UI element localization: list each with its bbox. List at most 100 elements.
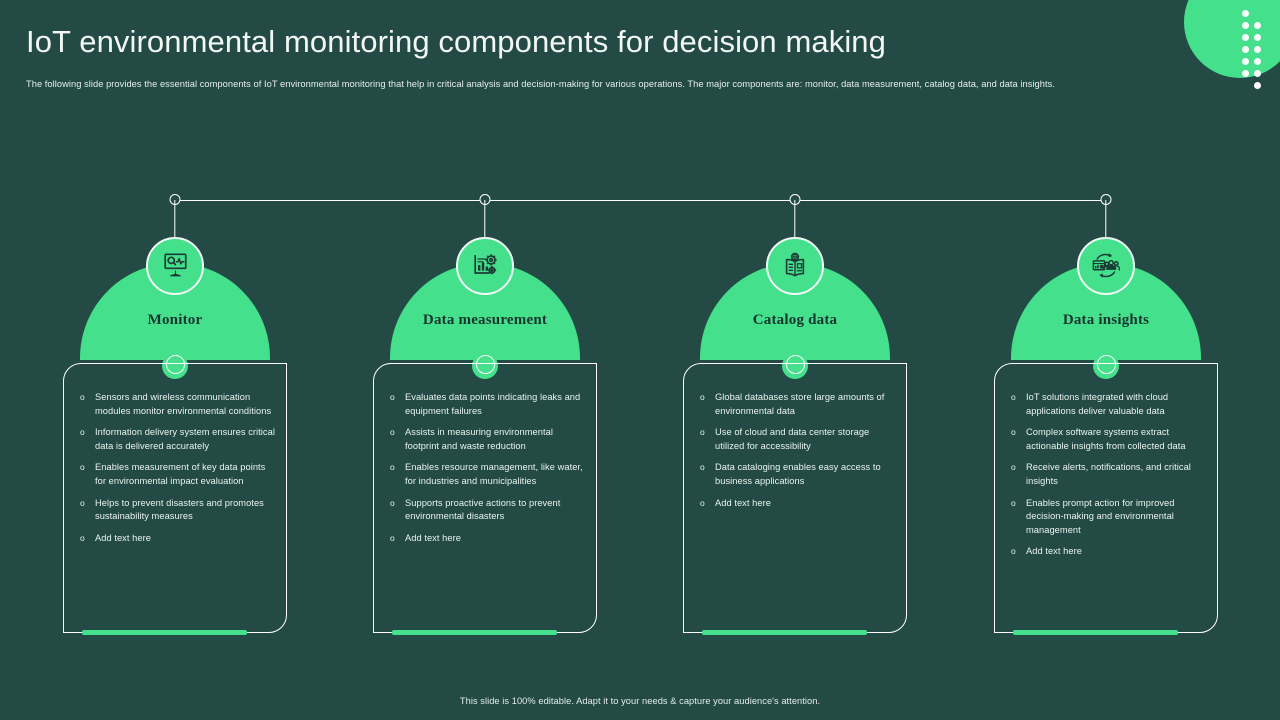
card-accent-bar <box>702 630 867 635</box>
bullet-marker-icon: o <box>1011 392 1016 402</box>
list-item: o Receive alerts, notifications, and crit… <box>1009 461 1209 488</box>
card-accent-bar <box>392 630 557 635</box>
list-item: o Sensors and wireless communication modu… <box>78 391 278 418</box>
bullet-text: Sensors and wireless communication modul… <box>95 392 272 416</box>
list-item: o Add text here <box>78 532 278 546</box>
bullet-text: Global databases store large amounts of … <box>715 392 885 416</box>
bullet-marker-icon: o <box>1011 427 1016 438</box>
page-subtitle: The following slide provides the essenti… <box>26 79 1055 89</box>
page-title: IoT environmental monitoring components … <box>26 24 886 59</box>
decorative-dot <box>1254 22 1261 29</box>
bullet-text: Add text here <box>95 532 151 543</box>
list-item: o Enables resource management, like water… <box>388 461 588 488</box>
decorative-dot <box>1242 46 1249 53</box>
card-accent-bar <box>1013 630 1178 635</box>
component-title-4: Data insights <box>1062 312 1150 328</box>
component-column-2[interactable]: Data measurement o Evaluates data points i… <box>330 0 640 720</box>
dashboard-people-cycle-icon <box>1077 237 1135 295</box>
bullet-text: Enables prompt action for improved decis… <box>1026 497 1175 535</box>
list-item: o Add text here <box>388 532 588 546</box>
bullet-list: o Sensors and wireless communication modu… <box>78 391 278 553</box>
open-book-globe-icon <box>766 237 824 295</box>
bullet-text: Assists in measuring environmental footp… <box>405 427 553 451</box>
bullet-text: Supports proactive actions to prevent en… <box>405 497 561 522</box>
bullet-text: Helps to prevent disasters and promotes … <box>95 497 264 522</box>
bullet-marker-icon: o <box>700 392 705 402</box>
list-item: o Data cataloging enables easy access to … <box>698 461 898 488</box>
bullet-text: Enables measurement of key data points f… <box>95 462 266 486</box>
bullet-marker-icon: o <box>80 462 85 473</box>
bullet-marker-icon: o <box>700 497 705 508</box>
joint-ring <box>165 355 185 374</box>
bullet-list: o Evaluates data points indicating leaks … <box>388 391 588 553</box>
bullet-marker-icon: o <box>700 427 705 438</box>
joint-ring <box>785 355 805 374</box>
component-title-3: Catalog data <box>752 312 838 328</box>
list-item: o Information delivery system ensures cri… <box>78 426 278 453</box>
bullet-marker-icon: o <box>80 392 85 402</box>
list-item: o Use of cloud and data center storage ut… <box>698 426 898 453</box>
decorative-dot <box>1254 70 1261 77</box>
card-accent-bar <box>82 630 247 635</box>
bullet-marker-icon: o <box>700 462 705 473</box>
bullet-marker-icon: o <box>1011 497 1016 508</box>
bullet-text: Information delivery system ensures crit… <box>95 427 275 451</box>
decorative-dot <box>1254 82 1261 89</box>
list-item: o Complex software systems extract action… <box>1009 426 1209 453</box>
bullet-text: Enables resource management, like water,… <box>405 462 583 486</box>
bullet-list: o IoT solutions integrated with cloud app… <box>1009 391 1209 567</box>
joint-ring <box>475 355 495 374</box>
list-item: o Enables prompt action for improved deci… <box>1009 497 1209 538</box>
list-item: o Global databases store large amounts of… <box>698 391 898 418</box>
component-column-3[interactable]: Catalog data o Global databases store larg… <box>640 0 950 720</box>
footer-note: This slide is 100% editable. Adapt it to… <box>459 696 821 706</box>
bullet-marker-icon: o <box>80 497 85 508</box>
detail-card-4[interactable]: o IoT solutions integrated with cloud app… <box>994 363 1218 635</box>
bullet-text: Data cataloging enables easy access to b… <box>715 462 881 486</box>
decorative-dot <box>1242 58 1249 65</box>
bullet-marker-icon: o <box>390 497 395 508</box>
bullet-text: Receive alerts, notifications, and criti… <box>1026 462 1191 486</box>
bullet-marker-icon: o <box>390 427 395 438</box>
bullet-list: o Global databases store large amounts of… <box>698 391 898 518</box>
decorative-dot <box>1242 70 1249 77</box>
component-title-2: Data measurement <box>422 312 548 328</box>
list-item: o Assists in measuring environmental foot… <box>388 426 588 453</box>
bullet-text: Evaluates data points indicating leaks a… <box>405 392 581 416</box>
decorative-dot <box>1254 58 1261 65</box>
bullet-text: Add text here <box>715 497 771 508</box>
detail-card-2[interactable]: o Evaluates data points indicating leaks … <box>373 363 597 635</box>
list-item: o Evaluates data points indicating leaks … <box>388 391 588 418</box>
bullet-text: IoT solutions integrated with cloud appl… <box>1026 392 1169 416</box>
list-item: o Enables measurement of key data points … <box>78 461 278 488</box>
bullet-marker-icon: o <box>390 392 395 402</box>
list-item: o Supports proactive actions to prevent e… <box>388 497 588 524</box>
bullet-text: Use of cloud and data center storage uti… <box>715 427 870 451</box>
component-title-1: Monitor <box>147 312 203 328</box>
decorative-dot <box>1242 34 1249 41</box>
bullet-marker-icon: o <box>1011 462 1016 473</box>
detail-card-1[interactable]: o Sensors and wireless communication modu… <box>63 363 287 635</box>
bullet-text: Add text here <box>1026 546 1082 557</box>
component-column-4[interactable]: Data insights o IoT solutions integrated w… <box>951 0 1261 720</box>
bullet-marker-icon: o <box>390 532 395 543</box>
bullet-text: Add text here <box>405 532 461 543</box>
bullet-marker-icon: o <box>80 532 85 543</box>
bar-chart-gears-icon <box>456 237 514 295</box>
bullet-marker-icon: o <box>80 427 85 438</box>
connector-stem-3 <box>794 200 796 238</box>
connector-stem-1 <box>174 200 176 238</box>
bullet-marker-icon: o <box>390 462 395 473</box>
list-item: o Helps to prevent disasters and promotes… <box>78 497 278 524</box>
connector-line <box>175 199 1106 201</box>
decorative-dot <box>1254 46 1261 53</box>
list-item: o IoT solutions integrated with cloud app… <box>1009 391 1209 418</box>
bullet-text: Complex software systems extract actiona… <box>1026 427 1186 451</box>
monitor-analytics-icon <box>146 237 204 295</box>
connector-stem-2 <box>484 200 486 238</box>
list-item: o Add text here <box>698 497 898 511</box>
component-column-1[interactable]: Monitor o Sensors and wireless communicati… <box>20 0 330 720</box>
detail-card-3[interactable]: o Global databases store large amounts of… <box>683 363 907 635</box>
